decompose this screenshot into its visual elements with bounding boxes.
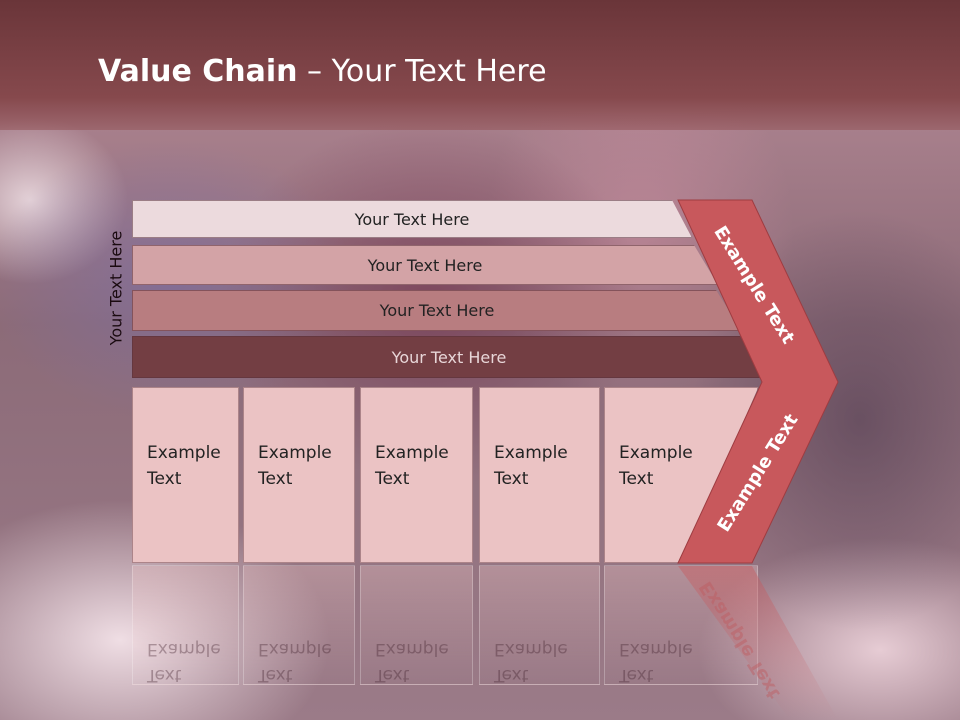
slide-title-strong: Value Chain xyxy=(98,54,298,89)
support-bar-2-label: Your Text Here xyxy=(367,255,483,275)
reflection-box-4: Text Example xyxy=(479,565,600,685)
slide-title-rest: – Your Text Here xyxy=(297,54,547,89)
reflection-box-2-line2: Text xyxy=(258,665,293,685)
primary-box-2-line1: Example xyxy=(258,443,332,463)
support-bar-2: Your Text Here xyxy=(132,245,718,285)
side-label-text: Your Text Here xyxy=(106,230,126,346)
primary-box-3-line1: Example xyxy=(375,443,449,463)
support-bar-4: Your Text Here xyxy=(132,336,766,378)
support-bar-1-label: Your Text Here xyxy=(354,209,470,229)
reflection-box-1-line2: Text xyxy=(147,665,182,685)
support-bar-1: Your Text Here xyxy=(132,200,692,238)
reflection-box-3: Text Example xyxy=(360,565,473,685)
support-bar-3: Your Text Here xyxy=(132,290,742,331)
primary-box-1-line2: Text xyxy=(147,469,182,489)
reflection-box-3-line1: Example xyxy=(375,639,449,659)
reflection-box-2: Text Example xyxy=(243,565,355,685)
primary-box-5-line1: Example xyxy=(619,443,693,463)
primary-box-4-line1: Example xyxy=(494,443,568,463)
primary-box-3-line2: Text xyxy=(375,469,410,489)
support-bar-4-label: Your Text Here xyxy=(391,347,507,367)
support-bar-3-label: Your Text Here xyxy=(379,301,495,320)
slide-title: Value Chain – Your Text Here xyxy=(98,54,547,94)
primary-box-4-line2: Text xyxy=(494,469,529,489)
reflection-box-3-line2: Text xyxy=(375,665,410,685)
primary-box-5-line2: Text xyxy=(619,469,654,489)
title-band xyxy=(0,0,960,130)
primary-box-1-line1: Example xyxy=(147,443,221,463)
reflection-box-4-line2: Text xyxy=(494,665,529,685)
reflection-box-2-line1: Example xyxy=(258,639,332,659)
reflection-box-5-line2: Text xyxy=(619,665,654,685)
reflection-box-1-line1: Example xyxy=(147,639,221,659)
reflection-box-1: Text Example xyxy=(132,565,239,685)
primary-box-2-line2: Text xyxy=(258,469,293,489)
reflection-box-4-line1: Example xyxy=(494,639,568,659)
